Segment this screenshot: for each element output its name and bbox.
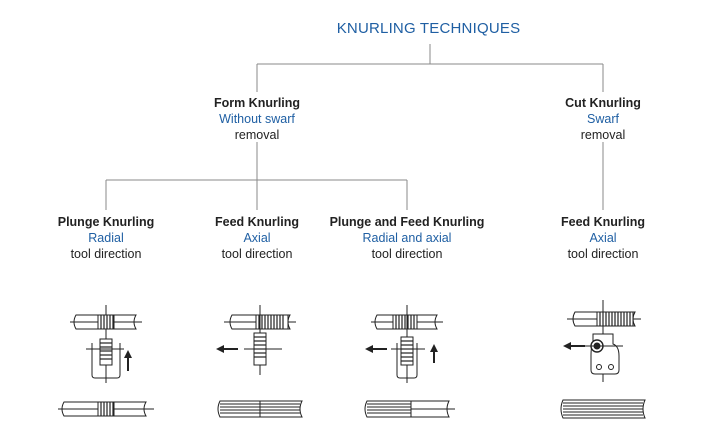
node-blue-line: Without swarf [219, 112, 295, 126]
node-black-line: removal [234, 128, 280, 142]
node-black-line: removal [580, 128, 626, 142]
cut-knurling-node: Cut Knurling Swarf removal [565, 95, 641, 143]
plunge-knurling-tool-icon [70, 305, 142, 383]
left-arrow-icon [216, 345, 238, 353]
node-black-line: tool direction [567, 247, 639, 261]
up-arrow-icon [124, 350, 132, 371]
up-arrow-icon [430, 344, 438, 363]
feed-knurling-tool-icon [216, 305, 296, 375]
feed-knurling-node: Feed Knurling Axial tool direction [215, 214, 299, 262]
left-arrow-icon [365, 345, 387, 353]
diagram-title: KNURLING TECHNIQUES [336, 20, 521, 37]
cut-feed-knurling-node: Feed Knurling Axial tool direction [561, 214, 645, 262]
node-heading: Cut Knurling [565, 96, 641, 110]
node-heading: Plunge and Feed Knurling [329, 215, 485, 229]
node-blue-line: Swarf [587, 112, 619, 126]
node-blue-line: Axial [243, 231, 271, 245]
node-black-line: tool direction [70, 247, 142, 261]
node-blue-line: Radial [88, 231, 124, 245]
node-black-line: tool direction [371, 247, 443, 261]
plunge-knurled-workpiece-icon [58, 401, 154, 417]
plunge-and-feed-knurling-node: Plunge and Feed Knurling Radial and axia… [330, 214, 485, 262]
node-black-line: tool direction [221, 247, 293, 261]
left-arrow-icon [563, 342, 585, 350]
node-blue-line: Radial and axial [362, 231, 452, 245]
node-blue-line: Axial [589, 231, 617, 245]
plunge-and-feed-knurling-tool-icon [365, 305, 443, 383]
node-heading: Feed Knurling [560, 215, 646, 229]
plunge-and-feed-knurled-workpiece-icon [364, 400, 455, 418]
feed-knurled-workpiece-icon [217, 400, 303, 418]
node-heading: Feed Knurling [214, 215, 300, 229]
plunge-knurling-node: Plunge Knurling Radial tool direction [58, 214, 155, 262]
node-heading: Plunge Knurling [57, 215, 155, 229]
form-knurling-node: Form Knurling Without swarf removal [214, 95, 300, 143]
node-heading: Form Knurling [213, 96, 301, 110]
cut-knurled-workpiece-icon [560, 399, 646, 419]
cut-knurling-tool-icon [563, 300, 641, 382]
